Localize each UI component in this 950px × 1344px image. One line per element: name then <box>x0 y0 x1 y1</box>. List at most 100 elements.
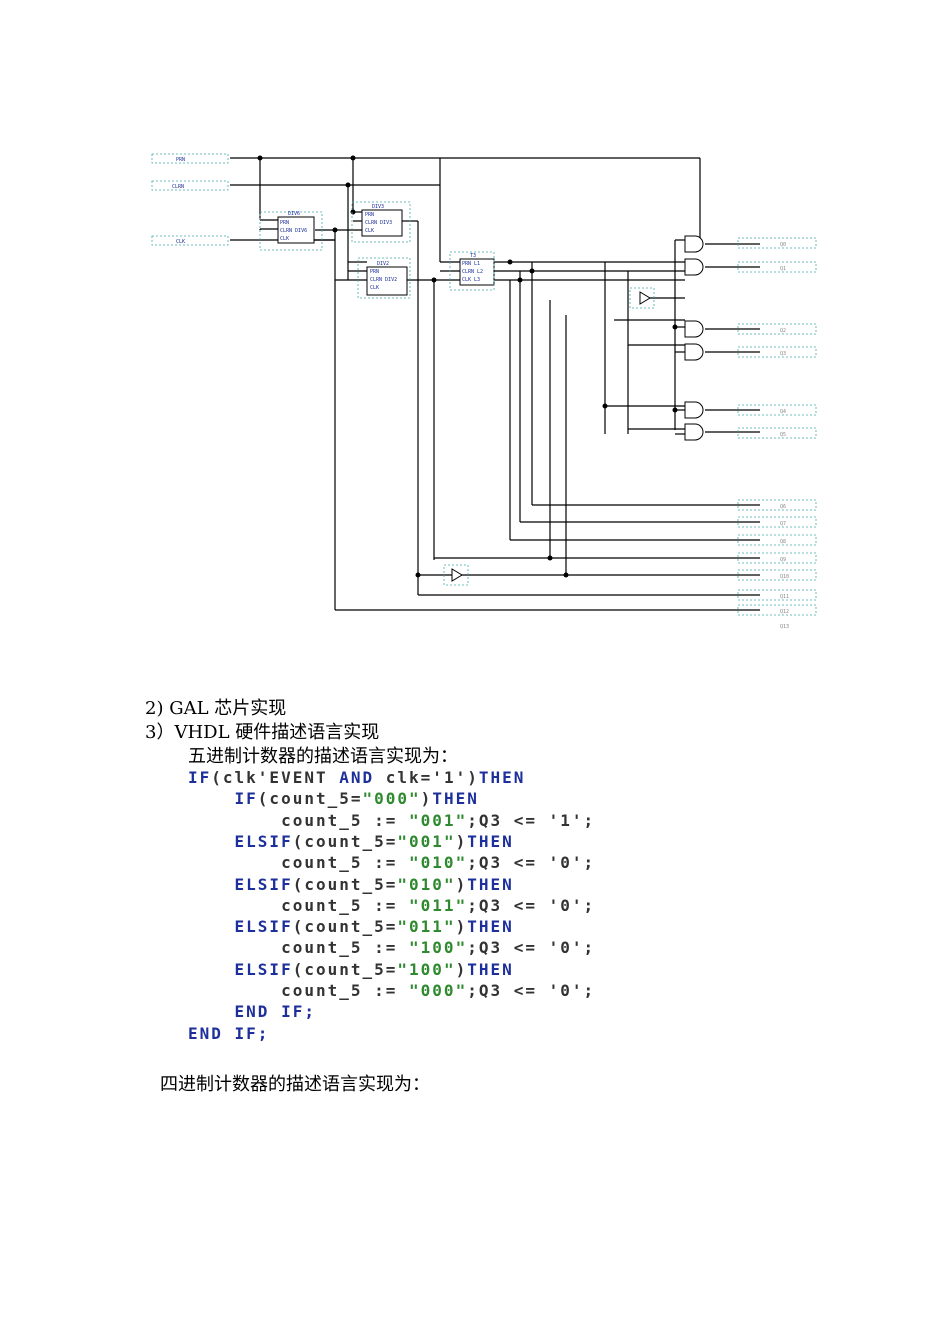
code-token: ) <box>455 917 468 937</box>
input-label: CLK <box>176 239 185 245</box>
pin-label: PRN L1 <box>462 261 480 267</box>
block-label: T3 <box>470 253 476 259</box>
pin-label: CLK <box>280 236 289 242</box>
code-token: "011" <box>409 895 468 915</box>
code-token: ) <box>420 789 433 809</box>
code-token: count_5 := <box>188 895 410 915</box>
code-token: ELSIF <box>234 874 293 894</box>
code-token: ELSIF <box>234 959 293 979</box>
code-token: THEN <box>478 768 526 787</box>
input-label: PRN <box>176 157 185 163</box>
code-token: ;Q3 <= '0'; <box>467 895 596 915</box>
output-label: Q9 <box>780 557 786 563</box>
wires <box>230 157 760 611</box>
code-token: clk='1') <box>374 768 479 787</box>
code-token: "010" <box>397 874 456 894</box>
output-label: Q2 <box>780 328 786 334</box>
output-label: Q0 <box>780 242 786 248</box>
code-token: END IF; <box>234 1002 316 1022</box>
code-token: ) <box>455 874 468 894</box>
code-line: count_5 := "100";Q3 <= '0'; <box>188 938 595 958</box>
code-token: (count_5= <box>292 959 398 979</box>
code-token: "011" <box>397 917 456 937</box>
pin-label: CLRN DIV3 <box>365 220 392 226</box>
pin-label: PRN <box>365 212 374 218</box>
code-token: (count_5= <box>257 789 363 809</box>
code-line: IF(clk'EVENT AND clk='1')THEN <box>188 768 525 788</box>
output-label: Q11 <box>780 594 789 600</box>
code-token: THEN <box>467 959 514 979</box>
output-label: Q13 <box>780 624 789 630</box>
code-line: count_5 := "000";Q3 <= '0'; <box>188 981 595 1001</box>
output-label: Q10 <box>780 574 789 580</box>
code-line: count_5 := "011";Q3 <= '0'; <box>188 896 595 916</box>
code-token <box>188 1002 235 1021</box>
code-token: (count_5= <box>292 874 398 894</box>
code-line: IF(count_5="000")THEN <box>188 789 479 809</box>
pin-label: PRN <box>280 220 289 226</box>
code-token: (clk'EVENT <box>211 768 340 787</box>
code-token: THEN <box>467 917 514 937</box>
code-line: ELSIF(count_5="010")THEN <box>188 875 514 895</box>
code-line: END IF; <box>188 1002 316 1022</box>
list-item-vhdl: 3）VHDL 硬件描述语言实现 <box>145 722 380 743</box>
output-label: Q8 <box>780 539 786 545</box>
code-token: THEN <box>467 874 514 894</box>
code-token: count_5 := <box>188 981 410 1000</box>
pin-label: CLK <box>365 228 374 234</box>
output-labels: Q0 Q1 Q2 Q3 Q4 Q5 Q6 Q7 Q8 Q9 Q10 Q11 Q1… <box>780 242 789 630</box>
code-token: AND <box>339 768 375 787</box>
output-label: Q5 <box>780 432 786 438</box>
code-token: ) <box>455 959 468 979</box>
code-line: END IF; <box>188 1024 269 1044</box>
pin-label: CLRN DIV2 <box>370 277 397 283</box>
code-token: count_5 := <box>188 853 410 873</box>
code-token: ELSIF <box>234 917 293 937</box>
output-label: Q12 <box>780 609 789 615</box>
code-token <box>188 875 235 894</box>
code-token: THEN <box>432 789 479 809</box>
pin-label: CLRN DIV6 <box>280 228 307 234</box>
intro-five-counter: 五进制计数器的描述语言实现为： <box>188 746 458 767</box>
code-token: "010" <box>409 853 468 873</box>
code-token <box>188 960 235 979</box>
code-token: ELSIF <box>234 831 293 851</box>
junction-dots <box>257 155 678 578</box>
output-label: Q4 <box>780 409 786 415</box>
code-line: count_5 := "001";Q3 <= '1'; <box>188 811 595 831</box>
code-token: "000" <box>362 789 421 809</box>
code-token: count_5 := <box>188 810 410 830</box>
code-token: ) <box>455 831 468 851</box>
logic-blocks <box>277 209 704 582</box>
code-token: END IF; <box>188 1023 270 1043</box>
code-token: IF <box>188 768 212 787</box>
code-token: ;Q3 <= '0'; <box>467 853 596 873</box>
input-label: CLRN <box>172 184 184 190</box>
code-token: THEN <box>467 831 514 851</box>
pin-label: CLRN L2 <box>462 269 483 275</box>
block-label: DIV3 <box>372 204 384 210</box>
code-token: ;Q3 <= '0'; <box>467 938 596 958</box>
pin-label: PRN <box>370 269 379 275</box>
pin-label: CLK L3 <box>462 277 480 283</box>
code-token: count_5 := <box>188 938 410 958</box>
block-label: DIV6 <box>288 211 300 217</box>
code-token: "100" <box>409 938 468 958</box>
intro-four-counter: 四进制计数器的描述语言实现为： <box>160 1074 430 1095</box>
code-token <box>188 789 235 808</box>
output-label: Q1 <box>780 266 786 272</box>
vhdl-code-block: IF(clk'EVENT AND clk='1')THEN IF(count_5… <box>188 768 748 1058</box>
code-token: ;Q3 <= '0'; <box>467 981 596 1000</box>
output-label: Q7 <box>780 521 786 527</box>
output-label: Q3 <box>780 351 786 357</box>
output-label: Q6 <box>780 504 786 510</box>
code-token: "000" <box>409 981 468 1000</box>
code-token: "001" <box>409 810 468 830</box>
code-line: count_5 := "010";Q3 <= '0'; <box>188 853 595 873</box>
code-line: ELSIF(count_5="011")THEN <box>188 917 514 937</box>
code-token: ;Q3 <= '1'; <box>467 810 596 830</box>
code-token <box>188 917 235 936</box>
code-token: (count_5= <box>292 917 398 937</box>
pin-boxes <box>151 153 817 616</box>
